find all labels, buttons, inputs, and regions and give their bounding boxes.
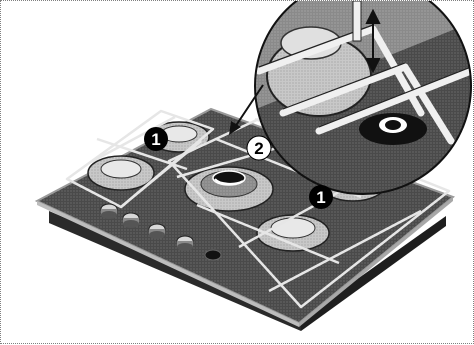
callout-badge: 1 [144, 127, 168, 151]
callout-badge: 1 [309, 185, 333, 209]
callout-label: 1 [151, 130, 160, 149]
callout-badge: 2 [247, 136, 271, 160]
burner-front-left [88, 156, 154, 190]
callout-label: 2 [254, 139, 263, 158]
knob [123, 213, 139, 228]
knob [205, 250, 221, 260]
callout-label: 1 [316, 188, 325, 207]
knob [149, 224, 165, 239]
knob [177, 236, 193, 251]
knob [101, 204, 117, 219]
